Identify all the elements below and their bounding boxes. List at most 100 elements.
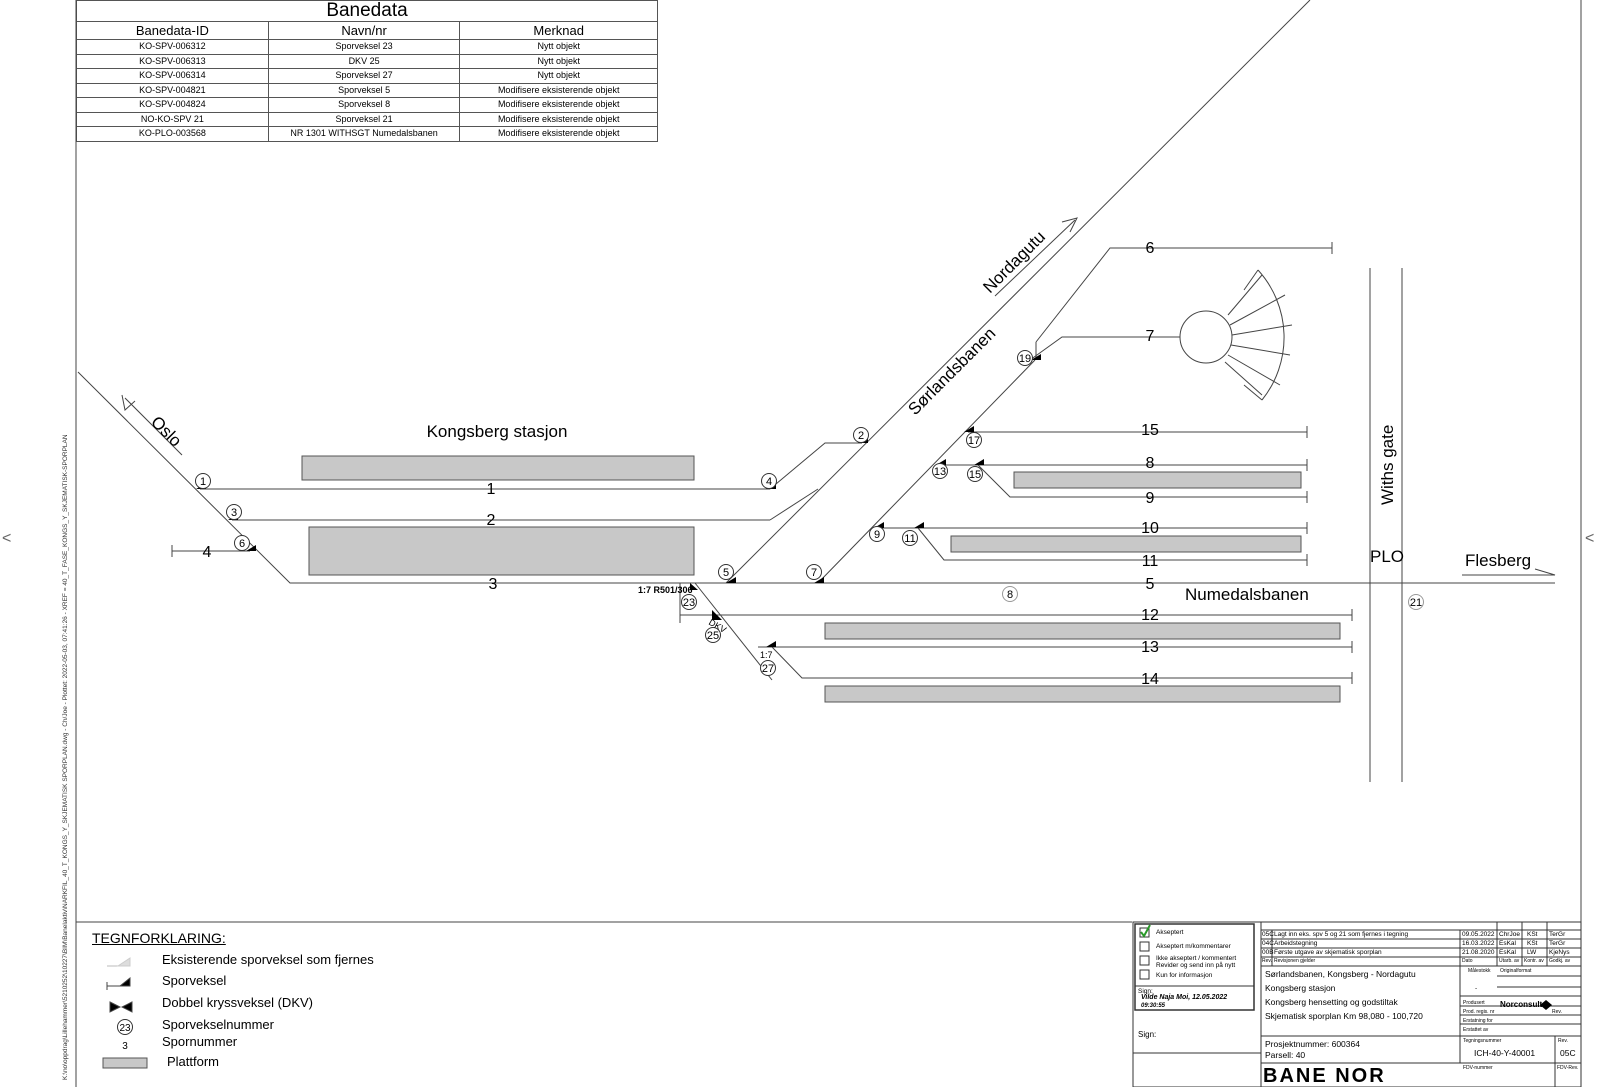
platform-track-1	[301, 455, 695, 481]
approval-signed-time: 09:30:55	[1141, 1003, 1166, 1009]
sorlandsbanen-main	[725, 0, 1311, 584]
track-1-connector	[769, 442, 862, 490]
switch-6: 6	[234, 535, 250, 551]
switch-9: 9	[869, 526, 885, 542]
switch-23-label: 23	[683, 597, 695, 609]
legend-platform-icon	[102, 1057, 148, 1069]
nordagutu-arrow-head	[1061, 217, 1078, 233]
banedata-name-cell: NR 1301 WITHSGT Numedalsbanen	[267, 126, 461, 142]
legend-dkv-icon-left	[109, 1001, 122, 1013]
track-9-line	[977, 464, 1307, 498]
revision-ctrl: LW	[1527, 949, 1537, 956]
revision-rev: 04C	[1262, 940, 1274, 947]
revision-rev: 00B	[1262, 949, 1274, 956]
field-scale: Målestokk	[1468, 968, 1491, 974]
track-numbers: 1 2 3 4 5 6 7 8 9 10 11 12 13 14 15	[203, 240, 1159, 688]
revision-text: Lagt inn eks. spv 5 og 21 som fjernes i …	[1274, 931, 1409, 938]
bane-nor-logo: BANE NOR	[1263, 1065, 1384, 1087]
switch-numbers: 1 2 3 4 5 6 7 8 9 11 13 15 17 19 21 23 2…	[195, 350, 1424, 676]
switch-6-label: 6	[239, 538, 245, 550]
switch-27: 27	[760, 660, 776, 676]
revision-by: EsKal	[1499, 949, 1516, 956]
checkbox-not-accepted[interactable]	[1139, 955, 1150, 966]
switch-8-label: 8	[1007, 589, 1013, 601]
field-produced: Produsert	[1463, 1000, 1485, 1006]
nordagutu-label: Nordagutu	[979, 227, 1049, 297]
track-no-2: 2	[487, 512, 496, 529]
checkbox-accepted-comments[interactable]	[1139, 941, 1150, 952]
banedata-table: Banedata Banedata-ID Navn/nr Merknad KO-…	[76, 0, 658, 142]
field-format: Originalformat	[1500, 968, 1532, 974]
oslo-arrow-head	[121, 394, 136, 411]
track-11-line	[917, 527, 1307, 561]
field-erstatning: Erstatning for	[1463, 1018, 1493, 1024]
siding-diagonal	[817, 359, 1036, 584]
project-line-3: Kongsberg hensetting og godstiltak	[1265, 997, 1398, 1007]
project-line-1: Sørlandsbanen, Kongsberg - Nordagutu	[1265, 969, 1416, 979]
switch-8: 8	[1002, 586, 1018, 602]
approval-option-4: Kun for informasjon	[1156, 972, 1213, 979]
switch-3: 3	[226, 504, 242, 520]
left-edge-chevron-icon: <	[2, 530, 12, 547]
track-no-7: 7	[1146, 328, 1155, 345]
sw-marker-5	[726, 577, 736, 583]
legend-symbols	[102, 957, 148, 1069]
turntable-circle	[1179, 310, 1233, 364]
field-rev: Rev.	[1552, 1009, 1562, 1015]
sw-marker-25	[712, 610, 722, 620]
sw-marker-6	[246, 545, 256, 551]
switch-7: 7	[806, 564, 822, 580]
legend-item-switch-number: Sporvekselnummer	[162, 1017, 274, 1032]
revision-header: Dato	[1462, 958, 1473, 964]
switch-5: 5	[718, 564, 734, 580]
revision-header: Revisjonen gjelder	[1274, 958, 1316, 964]
switch-2-label: 2	[858, 430, 864, 442]
revision-by: EsKal	[1499, 940, 1516, 947]
legend-item-switch: Sporveksel	[162, 973, 227, 988]
legend-switch-number-sample: 23	[119, 1023, 131, 1034]
approval-option-1: Akseptert	[1156, 929, 1184, 936]
banedata-header-row: Banedata-ID Navn/nr Merknad	[76, 21, 658, 40]
col-id-header: Banedata-ID	[76, 21, 269, 40]
legend-switch-number-circle	[117, 1019, 133, 1035]
switch-13: 13	[932, 463, 948, 479]
sw-marker-17	[964, 426, 974, 432]
switch-19: 19	[1017, 350, 1033, 366]
sw-marker-11	[914, 522, 924, 528]
track-no-10: 10	[1141, 520, 1159, 537]
banedata-remark-cell: Modifisere eksisterende objekt	[459, 126, 658, 142]
drawing-revision: 05C	[1560, 1048, 1576, 1058]
numedalsbanen-label: Numedalsbanen	[1185, 585, 1309, 604]
turntable-shed-outer	[1257, 269, 1285, 401]
switch-3-label: 3	[231, 507, 237, 519]
revision-appr: TerGr	[1549, 940, 1566, 947]
track-no-3: 3	[489, 576, 498, 593]
revision-header: Utarb. av	[1499, 958, 1520, 964]
title-block-frame	[1132, 921, 1582, 1087]
lower-diagonal	[694, 582, 773, 681]
revision-ctrl: KSt	[1527, 940, 1538, 947]
flesberg-arrow-head	[1534, 568, 1556, 576]
switch-17-label: 17	[968, 435, 980, 447]
switch-27-label: 27	[762, 663, 774, 675]
legend-dkv-icon-right	[120, 1001, 133, 1013]
sw-marker-15	[974, 459, 984, 465]
revision-header: Godkj. av	[1549, 958, 1571, 964]
platform-track-10-11	[950, 535, 1302, 553]
switch-17: 17	[966, 432, 982, 448]
revision-by: ChrJoe	[1499, 931, 1520, 938]
field-prod-reg: Prod. regis. nr	[1463, 1009, 1495, 1015]
revision-date: 09.05.2022	[1462, 931, 1495, 938]
switch-2: 2	[853, 427, 869, 443]
revision-ctrl: KSt	[1527, 931, 1538, 938]
switch-11-label: 11	[904, 533, 915, 545]
switch-13-label: 13	[934, 466, 946, 478]
platforms	[301, 455, 1341, 703]
switch-15: 15	[967, 466, 983, 482]
consultant-name: Norconsult	[1500, 1000, 1543, 1009]
switch-23-ratio: 1:7 R501/306	[638, 585, 693, 595]
field-fdv: FDV-nummer	[1463, 1065, 1493, 1071]
checkbox-info-only[interactable]	[1139, 969, 1150, 980]
